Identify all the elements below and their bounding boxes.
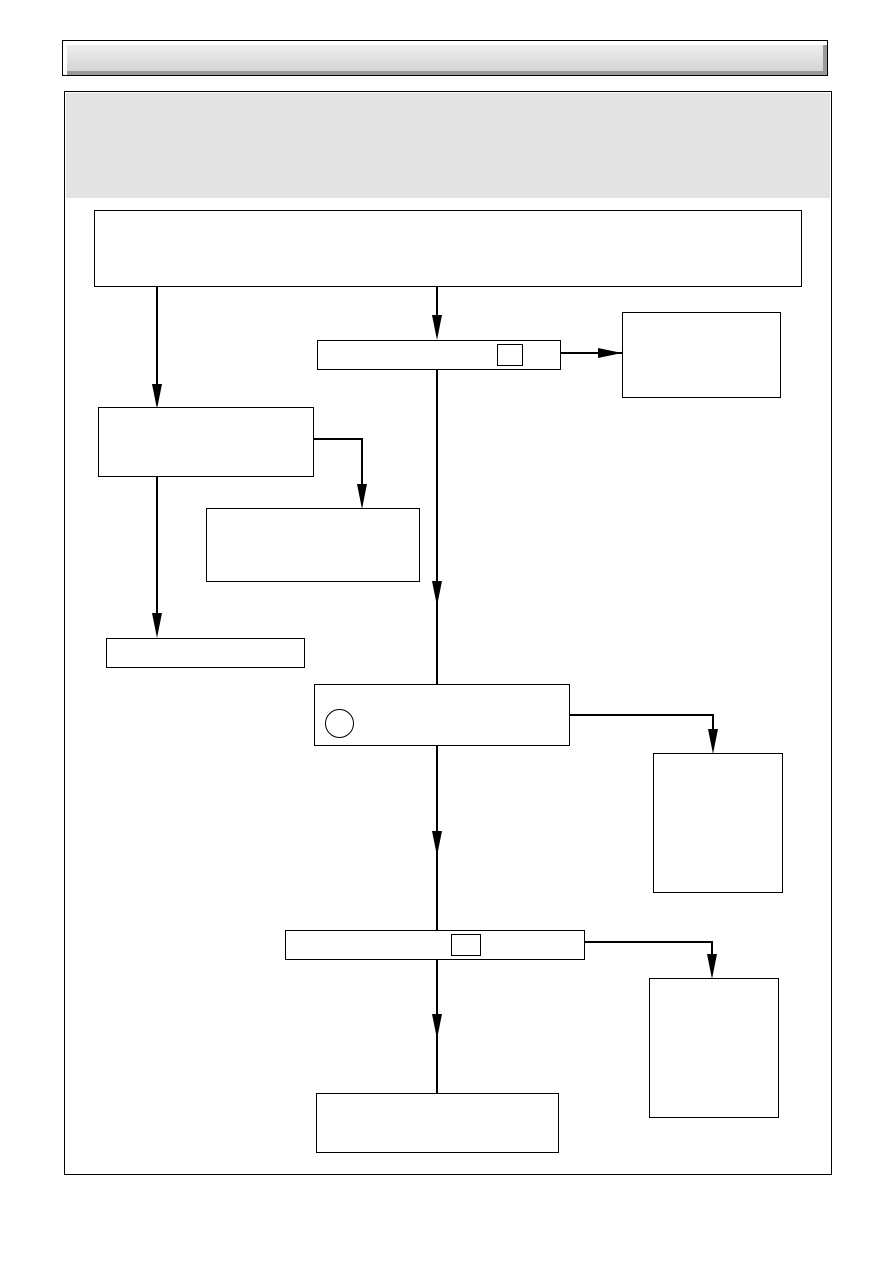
connector-mid-check-to-right-mid <box>570 714 714 745</box>
flow-box-top <box>94 210 802 287</box>
flow-box-right-mid-text <box>654 754 782 762</box>
flow-box-top-text <box>95 211 801 219</box>
flow-box-lower-check-text <box>286 931 584 939</box>
arrowhead-mid-flow <box>432 581 442 606</box>
flow-box-mid-check-text <box>315 685 569 693</box>
connector-left-check-to-left-result <box>314 438 363 500</box>
title-bar <box>62 40 828 76</box>
flow-box-result-a <box>622 312 781 398</box>
flow-box-result-a-text <box>623 313 780 321</box>
connector-lower-check-to-right-low <box>585 941 713 970</box>
flow-box-left-result-text <box>207 509 419 517</box>
mid-check-circle-tag <box>325 709 354 738</box>
flow-box-left-result <box>206 508 420 582</box>
arrowhead-bottom-flow <box>432 1014 442 1039</box>
flow-box-left-bottom-text <box>107 639 304 647</box>
header-band <box>66 93 830 198</box>
flow-box-left-bottom <box>106 638 305 668</box>
lower-check-tag <box>451 934 481 956</box>
arrowhead-left-result <box>357 484 367 509</box>
flow-box-left-check <box>98 407 314 477</box>
arrowhead-left-bottom <box>152 613 162 638</box>
flow-box-right-low <box>649 978 779 1118</box>
check-a-tag <box>497 344 523 366</box>
flow-box-right-mid <box>653 753 783 893</box>
flow-box-check-a <box>317 340 561 370</box>
arrowhead-check-a <box>432 315 442 340</box>
arrowhead-lower-flow <box>432 831 442 856</box>
flow-box-check-a-text <box>318 341 560 349</box>
arrowhead-right-low <box>707 954 717 979</box>
flow-box-right-low-text <box>650 979 778 987</box>
arrowhead-left-check <box>152 384 162 409</box>
flow-box-lower-check <box>285 930 585 960</box>
flow-box-bottom-text <box>317 1094 558 1102</box>
title-bar-fill <box>67 45 827 75</box>
flow-box-left-check-text <box>99 408 313 416</box>
flow-box-bottom <box>316 1093 559 1153</box>
flow-box-mid-check <box>314 684 570 746</box>
arrowhead-result-a <box>598 348 622 358</box>
arrowhead-right-mid <box>708 729 718 754</box>
